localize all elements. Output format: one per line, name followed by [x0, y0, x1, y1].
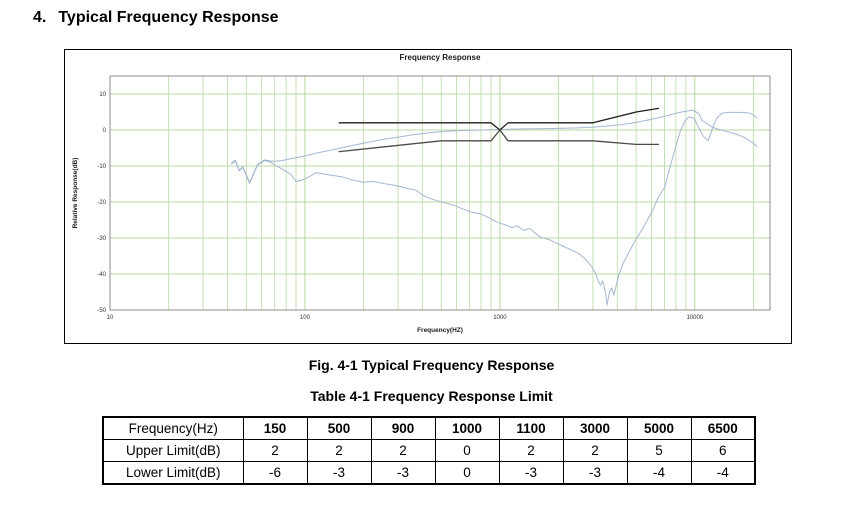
cell-value: -6 [242, 461, 308, 485]
row-label: Lower Limit(dB) [102, 461, 244, 485]
row-label: Upper Limit(dB) [102, 439, 244, 462]
cell-value: -3 [498, 461, 564, 485]
x-tick-label: 100 [300, 315, 311, 321]
cell-value: 1100 [498, 416, 564, 440]
figure-caption: Fig. 4-1 Typical Frequency Response [308, 357, 555, 373]
row-label: Frequency(Hz) [102, 416, 244, 440]
y-tick-label: -10 [97, 164, 106, 170]
cell-value: -4 [626, 461, 692, 485]
cell-value: -4 [690, 461, 756, 485]
cell-value: 2 [498, 439, 564, 462]
section-heading: 4. Typical Frequency Response [33, 8, 279, 28]
cell-value: 6 [690, 439, 756, 462]
cell-value: 2 [562, 439, 628, 462]
series-upper-limit [338, 107, 660, 131]
x-axis-title: Frequency(HZ) [417, 327, 463, 334]
cell-value: 900 [370, 416, 436, 440]
y-tick-label: -30 [97, 236, 106, 242]
cell-value: -3 [562, 461, 628, 485]
plot-border [109, 75, 771, 311]
y-tick-label: -40 [97, 272, 106, 278]
y-tick-label: -20 [97, 200, 106, 206]
y-tick-label: -50 [97, 308, 106, 314]
cell-value: 2 [242, 439, 308, 462]
series-response-rising [231, 109, 758, 184]
x-tick-label: 10000 [686, 315, 703, 321]
series-response-falling [231, 111, 758, 306]
chart-title: Frequency Response [399, 53, 481, 62]
x-tick-label: 1000 [493, 315, 507, 321]
cell-value: 2 [306, 439, 372, 462]
cell-value: 1000 [434, 416, 500, 440]
y-axis-title: Relative Response(dB) [72, 158, 79, 229]
cell-value: -3 [306, 461, 372, 485]
cell-value: 0 [434, 461, 500, 485]
cell-value: 5 [626, 439, 692, 462]
cell-value: 2 [370, 439, 436, 462]
x-tick-label: 10 [107, 315, 114, 321]
cell-value: 500 [306, 416, 372, 440]
cell-value: 0 [434, 439, 500, 462]
cell-value: 3000 [562, 416, 628, 440]
section-title: Typical Frequency Response [58, 9, 279, 26]
table-title: Table 4-1 Frequency Response Limit [310, 388, 553, 404]
y-tick-label: 10 [99, 92, 106, 98]
y-tick-label: 0 [103, 128, 107, 134]
cell-value: 6500 [690, 416, 756, 440]
cell-value: 5000 [626, 416, 692, 440]
cell-value: -3 [370, 461, 436, 485]
cell-value: 150 [242, 416, 308, 440]
series-lower-limit [338, 129, 660, 153]
section-number: 4. [33, 9, 47, 26]
